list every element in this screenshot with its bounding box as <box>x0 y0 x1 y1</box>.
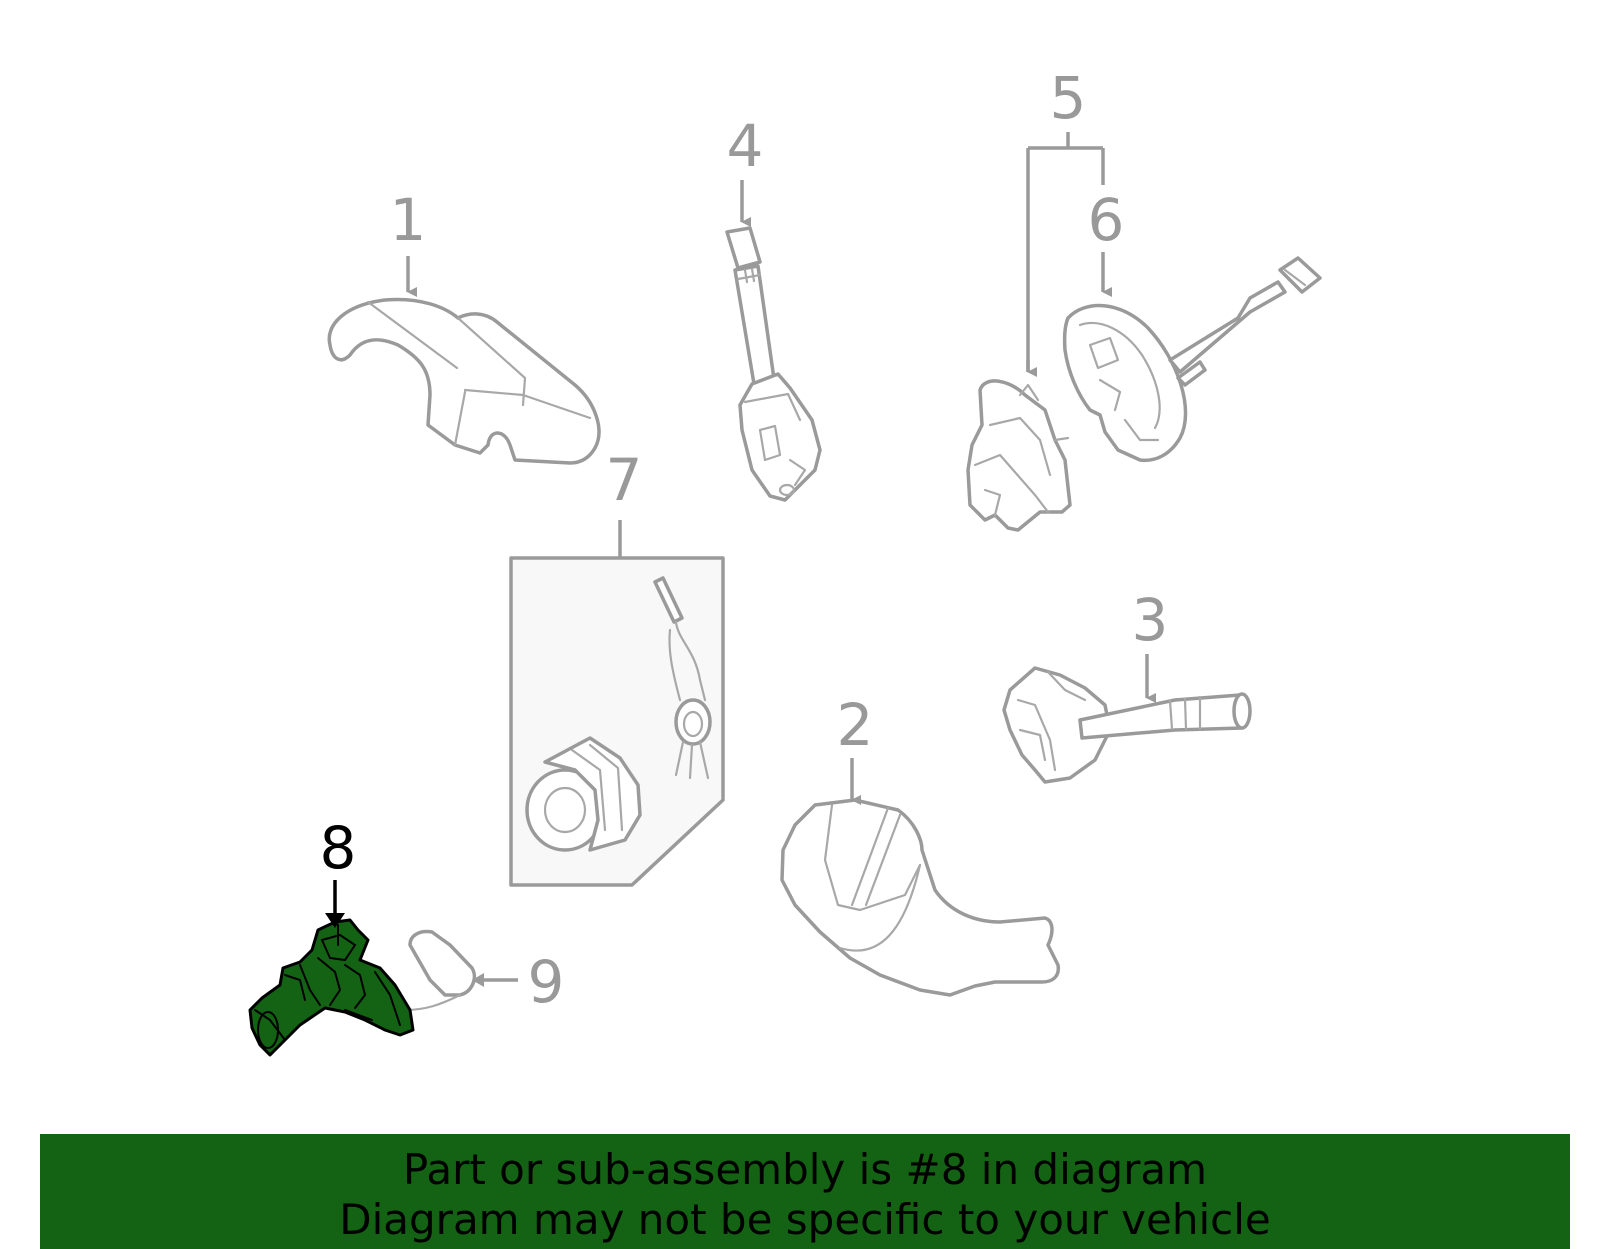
part-7-lock-cylinder-kit[interactable] <box>509 556 725 887</box>
part-2-lower-shroud[interactable] <box>780 798 1061 997</box>
callout-7: 7 <box>606 446 643 514</box>
callout-6: 6 <box>1088 186 1125 254</box>
part-3-wiper-switch[interactable] <box>1002 666 1252 784</box>
callout-1: 1 <box>390 186 427 254</box>
part-4-switch-stalk[interactable] <box>725 226 822 502</box>
part-6-clock-spring[interactable] <box>1062 256 1322 463</box>
info-banner: Part or sub-assembly is #8 in diagram Di… <box>40 1134 1570 1249</box>
part-9-plug[interactable] <box>403 929 477 1012</box>
leader-9-arrowhead <box>472 973 484 987</box>
banner-line-part-number: Part or sub-assembly is #8 in diagram <box>402 1145 1208 1194</box>
callout-3: 3 <box>1132 586 1169 654</box>
part-5-switch-body[interactable] <box>966 379 1072 532</box>
banner-line-disclaimer: Diagram may not be specific to your vehi… <box>339 1195 1271 1244</box>
part-1-column-cover[interactable] <box>327 297 601 465</box>
callout-2: 2 <box>837 691 874 759</box>
callout-5: 5 <box>1050 64 1087 132</box>
part-8-ignition-switch-highlighted[interactable] <box>248 918 415 1057</box>
callout-4: 4 <box>727 112 764 180</box>
leader-5-bracket <box>1026 132 1105 372</box>
leader-8-arrowhead <box>325 913 345 928</box>
callout-9: 9 <box>528 948 565 1016</box>
callout-8: 8 <box>320 814 357 882</box>
